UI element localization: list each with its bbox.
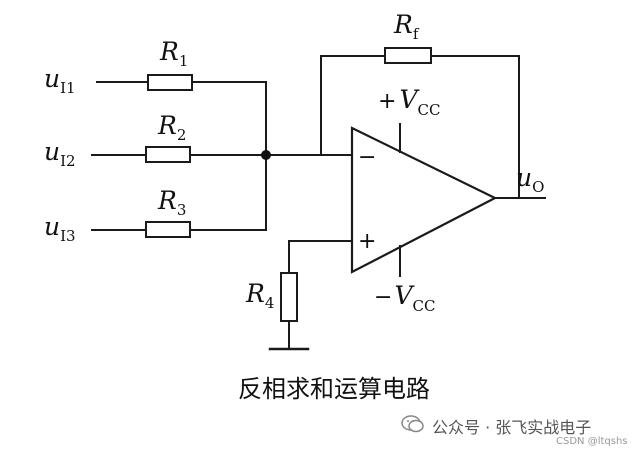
r2-label: R2 bbox=[157, 111, 186, 144]
resistor-r1 bbox=[147, 74, 193, 91]
inverting-pin-sign: − bbox=[358, 145, 376, 170]
output-label: uO bbox=[516, 163, 544, 196]
non-inverting-pin-sign: + bbox=[358, 229, 376, 254]
op-amp-triangle bbox=[350, 126, 498, 274]
feedback-path bbox=[320, 55, 520, 199]
input-wires bbox=[91, 81, 353, 231]
r3-label: R3 bbox=[157, 186, 186, 219]
input-2-label: uI2 bbox=[44, 137, 76, 170]
input-1-label: uI1 bbox=[44, 64, 76, 97]
rf-label: Rf bbox=[393, 10, 420, 43]
resistor-rf bbox=[384, 47, 432, 64]
resistor-r4 bbox=[280, 272, 298, 322]
summing-junction-dot bbox=[261, 150, 271, 160]
wechat-logo-icon bbox=[401, 415, 424, 433]
negative-supply-label: −VCC bbox=[374, 281, 435, 315]
input-3-label: uI3 bbox=[44, 212, 76, 245]
diagram-caption: 反相求和运算电路 bbox=[238, 375, 430, 403]
csdn-watermark: CSDN @ltqshs bbox=[556, 436, 628, 447]
non-inverting-path bbox=[288, 240, 353, 349]
resistor-r3 bbox=[145, 221, 191, 238]
positive-supply-label: +VCC bbox=[378, 85, 440, 119]
resistor-r2 bbox=[145, 146, 191, 163]
r4-label: R4 bbox=[245, 279, 274, 312]
watermark-text: 公众号 · 张飞实战电子 bbox=[432, 418, 592, 437]
r1-label: R1 bbox=[159, 37, 188, 70]
